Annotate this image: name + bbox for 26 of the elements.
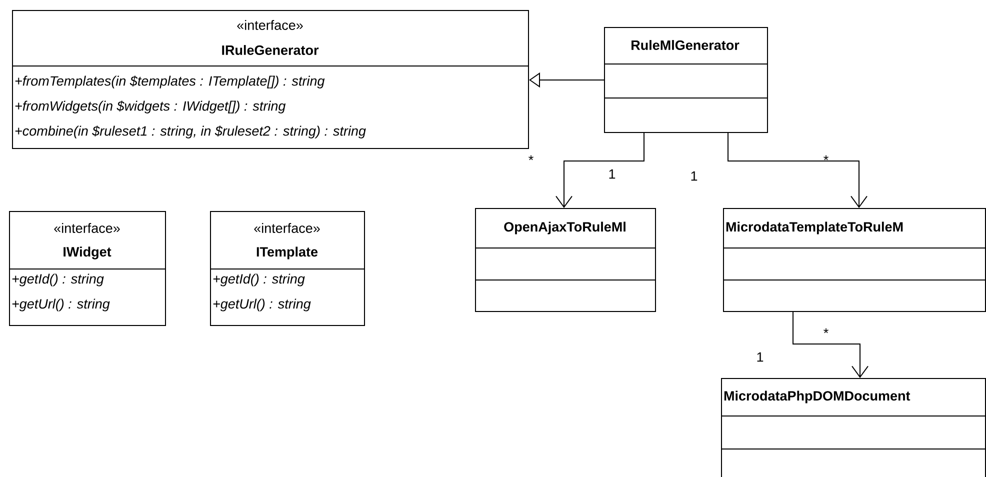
method-signature: +combine(in $ruleset1 : string, in $ruleset2 : string) : string	[15, 126, 366, 138]
association-arrow	[792, 312, 868, 378]
class-name: OpenAjaxToRuleMl	[504, 222, 626, 234]
method-signature: +getId() : string	[213, 274, 305, 286]
method-signature: +getId() : string	[12, 274, 104, 286]
class-name: IWidget	[64, 246, 112, 260]
class-name: RuleMlGenerator	[632, 40, 740, 50]
stereotype-label: «interface»	[254, 223, 320, 233]
method-signature: +getUrl() : string	[213, 298, 311, 312]
method-signature: +fromWidgets(in $widgets : IWidget[]) : string	[15, 100, 286, 114]
multiplicity-label: *	[528, 155, 534, 160]
multiplicity-label: 1	[691, 171, 698, 181]
method-signature: +getUrl() : string	[12, 298, 110, 312]
class-name: MicrodataTemplateToRuleM	[726, 222, 903, 234]
multiplicity-label: *	[824, 328, 828, 334]
stereotype-label: «interface»	[54, 223, 120, 233]
class-name: MicrodataPhpDOMDocument	[724, 390, 910, 404]
method-signature: +fromTemplates(in $templates : ITemplate[]) : string	[15, 76, 325, 88]
class-name: IRuleGenerator	[222, 45, 319, 55]
multiplicity-label: *	[824, 155, 828, 160]
stereotype-label: «interface»	[237, 20, 303, 30]
association-arrow	[556, 132, 644, 208]
multiplicity-label: 1	[609, 169, 616, 179]
class-name: ITemplate	[256, 246, 318, 260]
multiplicity-label: 1	[757, 352, 764, 362]
association-arrow	[728, 132, 868, 208]
